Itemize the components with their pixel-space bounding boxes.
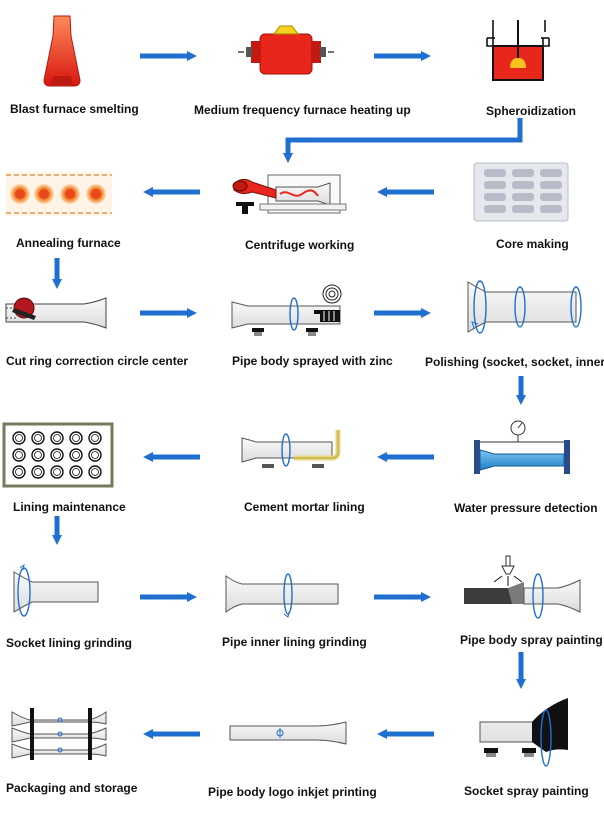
packaging-icon [10,702,110,766]
spheroidization-ladle-icon [485,18,555,88]
step-label-polishing: Polishing (socket, socket, inner w [425,355,604,369]
socket-grinding-icon [10,563,102,618]
annealing-furnace-icon [6,172,112,216]
step-label-packaging: Packaging and storage [6,781,138,795]
step-label-medium-frequency-furnace: Medium frequency furnace heating up [194,103,411,117]
cement-lining-icon [240,428,350,474]
medium-frequency-furnace-icon [238,24,334,82]
step-label-lining-maintenance: Lining maintenance [13,500,126,514]
step-label-water-pressure: Water pressure detection [454,501,598,515]
inner-grinding-icon [222,570,342,618]
step-label-annealing-furnace: Annealing furnace [16,236,121,250]
zinc-spray-icon [230,284,348,340]
step-label-zinc-spray: Pipe body sprayed with zinc [232,354,393,368]
step-label-centrifuge-working: Centrifuge working [245,238,355,252]
step-label-spray-painting: Pipe body spray painting [460,633,603,647]
lining-maintenance-icon [2,422,114,488]
step-label-logo-printing: Pipe body logo inkjet printing [208,785,377,799]
step-label-core-making: Core making [496,237,569,251]
step-label-cement-lining: Cement mortar lining [244,500,365,514]
step-label-spheroidization: Spheroidization [486,104,576,118]
centrifuge-icon [226,170,350,218]
step-label-socket-painting: Socket spray painting [464,784,589,798]
step-label-socket-grinding: Socket lining grinding [6,636,132,650]
polishing-icon [464,278,584,334]
spray-painting-icon [462,555,584,622]
arrow-3-to-4 [283,118,523,163]
logo-printing-icon [229,721,350,745]
blast-furnace-icon [40,14,84,90]
socket-painting-icon [476,696,576,770]
step-label-cut-ring: Cut ring correction circle center [6,354,189,368]
pressure-gauge-icon [472,418,572,476]
core-making-icon [473,162,569,222]
step-label-blast-furnace-smelting: Blast furnace smelting [10,102,139,116]
cut-ring-icon [5,296,116,332]
step-label-inner-grinding: Pipe inner lining grinding [222,635,367,649]
